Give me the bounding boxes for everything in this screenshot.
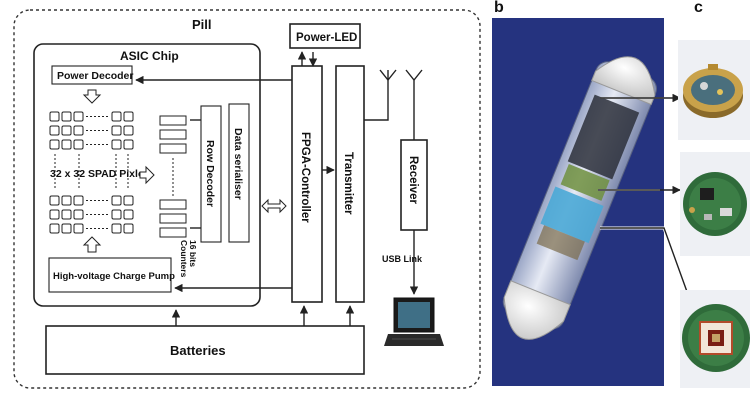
counter-cell xyxy=(159,129,187,140)
circuit-board-photos: c xyxy=(678,0,750,388)
spad-pixel xyxy=(73,125,84,136)
spad-pixel xyxy=(61,139,72,150)
fpga-serialiser-arrow xyxy=(261,198,287,214)
transmit-antenna-icon xyxy=(379,69,397,82)
spad-pixel xyxy=(123,195,134,206)
spad-pixel xyxy=(49,139,60,150)
spad-pixel xyxy=(73,139,84,150)
spad-pixel xyxy=(73,223,84,234)
block-diagram: Pill ASIC Chip Power Decoder 32 x 32 SPA… xyxy=(13,9,481,389)
pill-label: Pill xyxy=(192,17,212,32)
receiver-box xyxy=(400,139,428,231)
spad-pixel xyxy=(123,125,134,136)
spad-pixel xyxy=(61,125,72,136)
decoder-to-pixels-arrow xyxy=(82,89,102,104)
capsule-photo: b xyxy=(492,0,692,386)
spad-pixel xyxy=(123,111,134,122)
transmitter-label: Transmitter xyxy=(342,152,354,215)
usb-link-label: USB Link xyxy=(382,254,423,264)
pill-boundary xyxy=(13,9,481,389)
panel-b-label: b xyxy=(494,0,504,16)
spad-pixel xyxy=(111,125,122,136)
batteries-label: Batteries xyxy=(170,343,226,358)
spad-pixel xyxy=(49,111,60,122)
spad-pixel xyxy=(61,111,72,122)
counters-label-name: Counters xyxy=(179,240,189,278)
counters-label-bits: 16 bits xyxy=(188,240,198,267)
pixels-to-counters-arrow xyxy=(139,165,155,185)
spad-pixel xyxy=(123,223,134,234)
row-decoder-label: Row Decoder xyxy=(204,140,216,207)
spad-pixel xyxy=(123,139,134,150)
fpga-controller-box xyxy=(291,65,323,303)
power-led-box xyxy=(289,23,361,49)
spad-pixel xyxy=(111,195,122,206)
led-board-photo xyxy=(678,40,750,140)
row-decoder-box xyxy=(200,105,222,243)
laptop-icon xyxy=(384,297,444,346)
receive-antenna-icon xyxy=(405,69,423,140)
spad-pixel xyxy=(73,209,84,220)
charge-pump-box xyxy=(48,257,172,293)
counter-cell xyxy=(159,143,187,154)
spad-pixel xyxy=(49,223,60,234)
counter-cell xyxy=(159,115,187,126)
spad-pixel xyxy=(61,209,72,220)
capsule-bottom-cap xyxy=(503,280,571,340)
spad-pixel-array xyxy=(49,111,134,234)
spad-pixel xyxy=(61,195,72,206)
receiver-label: Receiver xyxy=(407,156,419,204)
batteries-box xyxy=(45,325,365,375)
spad-pixel xyxy=(111,111,122,122)
spad-pixel xyxy=(49,195,60,206)
spad-pixel xyxy=(73,195,84,206)
power-decoder-label: Power Decoder xyxy=(57,70,133,82)
spad-pixel xyxy=(49,209,60,220)
spad-pixels-label: 32 x 32 SPAD Pixles xyxy=(50,168,150,180)
charge-pump-label: High-voltage Charge Pump xyxy=(53,271,175,282)
pump-to-pixels-arrow xyxy=(82,236,102,253)
capsule-top-cap xyxy=(591,56,656,106)
counter-cell xyxy=(159,199,187,210)
panel-c-label: c xyxy=(694,0,703,16)
power-led-label: Power-LED xyxy=(296,32,357,44)
fpga-controller-label: FPGA-Controller xyxy=(299,132,311,223)
spad-pixel xyxy=(111,139,122,150)
spad-pixel xyxy=(61,223,72,234)
power-decoder-box xyxy=(51,65,133,85)
sensor-board-photo xyxy=(680,290,750,388)
data-serialiser-label: Data serialiser xyxy=(232,128,244,200)
counter-stack xyxy=(159,115,187,238)
data-serialiser-box xyxy=(228,103,250,243)
controller-board-photo xyxy=(680,152,750,256)
spad-pixel xyxy=(111,209,122,220)
asic-chip-label: ASIC Chip xyxy=(120,49,179,63)
transmitter-box xyxy=(335,65,365,303)
spad-pixel xyxy=(49,125,60,136)
spad-pixel xyxy=(111,223,122,234)
spad-pixel xyxy=(123,209,134,220)
counter-cell xyxy=(159,227,187,238)
spad-pixel xyxy=(73,111,84,122)
counter-cell xyxy=(159,213,187,224)
